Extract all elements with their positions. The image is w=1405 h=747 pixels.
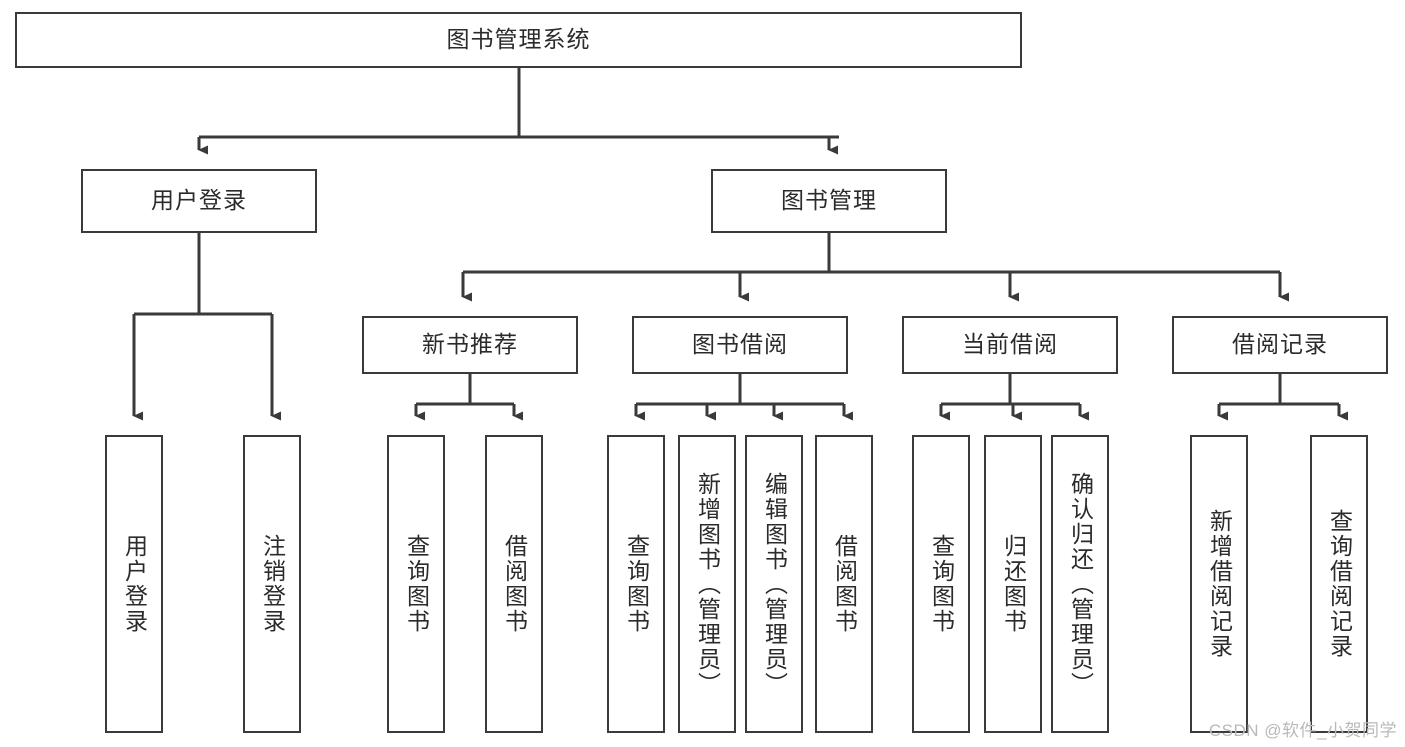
leaf-current-query-book[interactable]: 查询图书 — [912, 435, 970, 733]
node-root-label: 图书管理系统 — [446, 26, 591, 53]
leaf-records-add-record-label: 新增借阅记录 — [1206, 509, 1233, 659]
leaf-borrow-add-book-admin[interactable]: 新增图书（管理员） — [678, 435, 736, 733]
leaf-newbook-query-book[interactable]: 查询图书 — [387, 435, 445, 733]
leaf-user-login[interactable]: 用户登录 — [105, 435, 163, 733]
node-current-borrow-label: 当前借阅 — [962, 331, 1058, 358]
leaf-borrow-lend-book-label: 借阅图书 — [831, 534, 858, 634]
node-root[interactable]: 图书管理系统 — [15, 12, 1022, 68]
leaf-borrow-add-book-admin-label: 新增图书（管理员） — [694, 471, 721, 697]
leaf-newbook-borrow-book[interactable]: 借阅图书 — [485, 435, 543, 733]
leaf-user-logout-label: 注销登录 — [259, 534, 286, 634]
leaf-newbook-borrow-book-label: 借阅图书 — [501, 534, 528, 634]
leaf-borrow-query-book[interactable]: 查询图书 — [607, 435, 665, 733]
node-book-management-label: 图书管理 — [781, 187, 877, 214]
leaf-borrow-lend-book[interactable]: 借阅图书 — [815, 435, 873, 733]
leaf-current-query-book-label: 查询图书 — [928, 534, 955, 634]
leaf-records-query-record[interactable]: 查询借阅记录 — [1310, 435, 1368, 733]
leaf-records-query-record-label: 查询借阅记录 — [1326, 509, 1353, 659]
leaf-current-return-book-label: 归还图书 — [1000, 534, 1027, 634]
leaf-records-add-record[interactable]: 新增借阅记录 — [1190, 435, 1248, 733]
node-borrow-records-label: 借阅记录 — [1232, 331, 1328, 358]
leaf-user-login-label: 用户登录 — [121, 534, 148, 634]
node-user-login[interactable]: 用户登录 — [81, 169, 317, 233]
node-current-borrow[interactable]: 当前借阅 — [902, 316, 1118, 374]
leaf-user-logout[interactable]: 注销登录 — [243, 435, 301, 733]
node-borrow-records[interactable]: 借阅记录 — [1172, 316, 1388, 374]
leaf-borrow-query-book-label: 查询图书 — [623, 534, 650, 634]
node-book-management[interactable]: 图书管理 — [711, 169, 947, 233]
leaf-current-confirm-return-admin[interactable]: 确认归还（管理员） — [1051, 435, 1109, 733]
node-new-book-recommend-label: 新书推荐 — [422, 331, 518, 358]
leaf-current-return-book[interactable]: 归还图书 — [984, 435, 1042, 733]
leaf-newbook-query-book-label: 查询图书 — [403, 534, 430, 634]
node-book-borrow[interactable]: 图书借阅 — [632, 316, 848, 374]
leaf-borrow-edit-book-admin[interactable]: 编辑图书（管理员） — [745, 435, 803, 733]
leaf-borrow-edit-book-admin-label: 编辑图书（管理员） — [761, 471, 788, 697]
leaf-current-confirm-return-admin-label: 确认归还（管理员） — [1067, 471, 1094, 697]
node-user-login-label: 用户登录 — [151, 187, 247, 214]
node-new-book-recommend[interactable]: 新书推荐 — [362, 316, 578, 374]
node-book-borrow-label: 图书借阅 — [692, 331, 788, 358]
